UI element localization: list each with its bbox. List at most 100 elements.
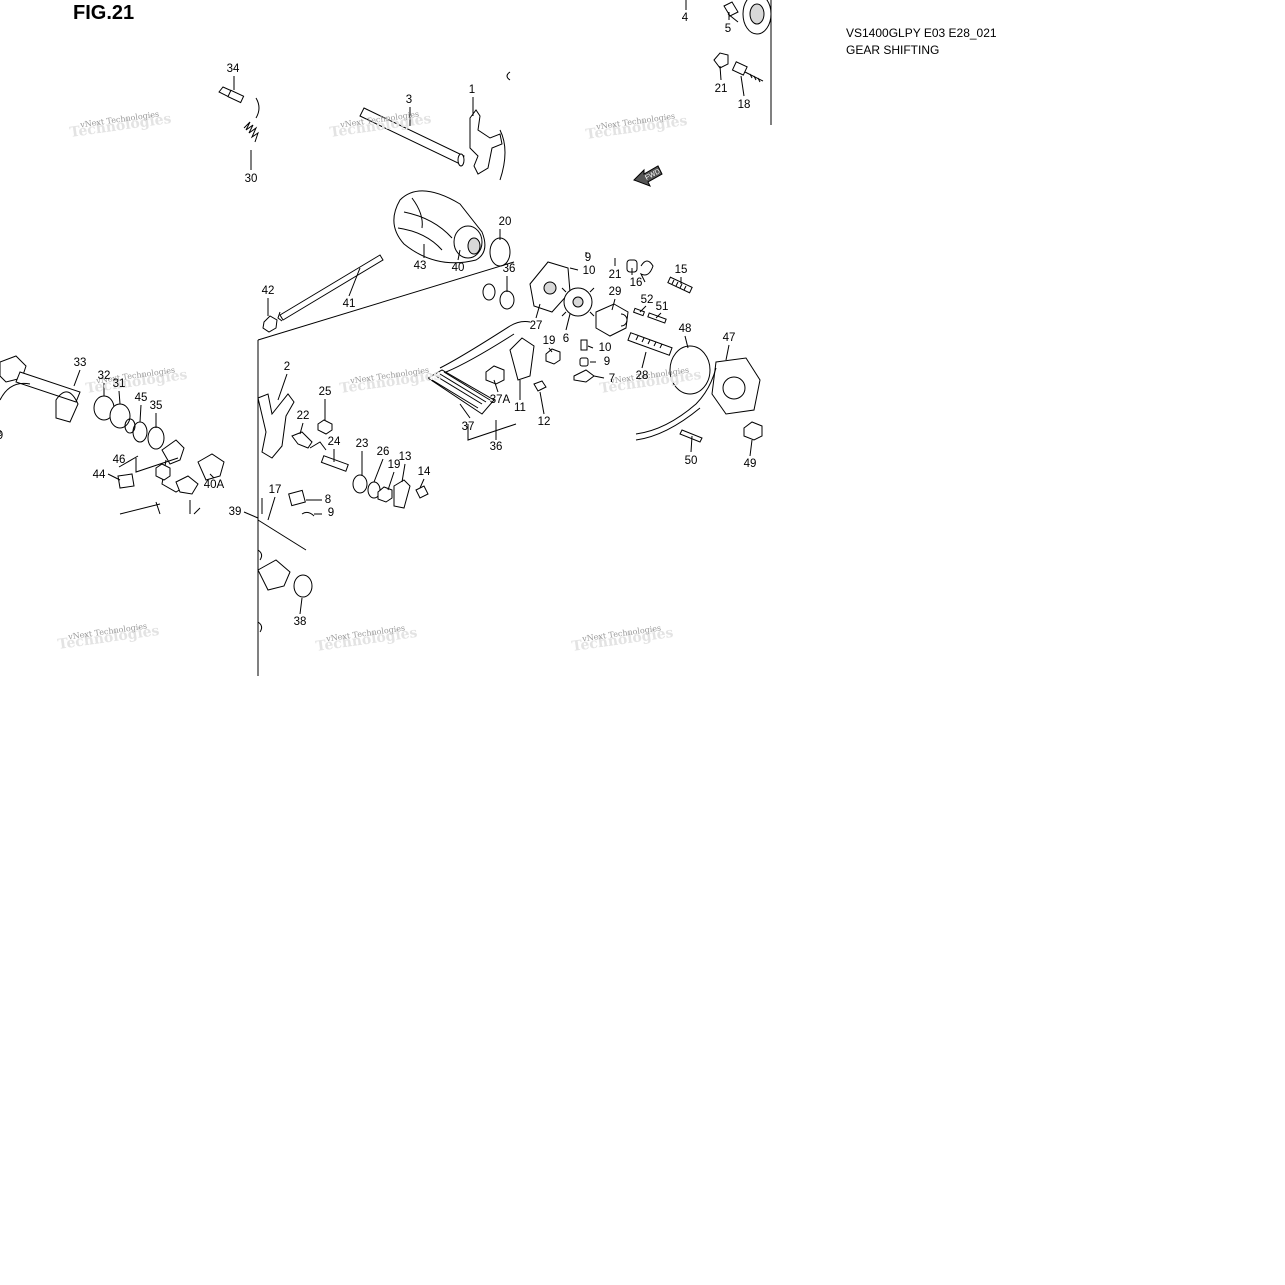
leader-line bbox=[118, 390, 121, 405]
part-label-26: 26 bbox=[377, 446, 390, 458]
part-label-49: 49 bbox=[744, 458, 757, 470]
part-18-bolt bbox=[731, 61, 764, 83]
part-label-40: 40 bbox=[452, 262, 465, 274]
part-1-shift-fork bbox=[469, 109, 503, 175]
part-label-14: 14 bbox=[418, 466, 431, 478]
part-label-10: 10 bbox=[599, 342, 612, 354]
part-label-32: 32 bbox=[98, 370, 111, 382]
part-40a-joint bbox=[197, 453, 225, 481]
part-label-7: 7 bbox=[609, 373, 615, 385]
leader-line bbox=[535, 303, 541, 319]
part-label-10: 10 bbox=[583, 265, 596, 277]
part-label-48: 48 bbox=[679, 323, 692, 335]
leader-line bbox=[539, 391, 545, 415]
part-50-stud bbox=[679, 429, 703, 443]
leader-line bbox=[548, 347, 553, 353]
part-31-collar bbox=[109, 403, 131, 429]
part-label-45: 45 bbox=[135, 392, 148, 404]
leader-line bbox=[277, 373, 288, 401]
part-34-bolt bbox=[218, 86, 245, 104]
leader-line bbox=[655, 312, 662, 319]
part-label-38: 38 bbox=[294, 616, 307, 628]
leader-line bbox=[107, 473, 121, 481]
part-label-9: 9 bbox=[604, 356, 610, 368]
section-name: GEAR SHIFTING bbox=[846, 43, 940, 57]
part-label-16: 16 bbox=[630, 277, 643, 289]
part-label-18: 18 bbox=[738, 99, 751, 111]
leader-lines bbox=[0, 0, 753, 615]
leader-line bbox=[419, 478, 425, 489]
leader-line bbox=[401, 463, 406, 483]
part-label-37a: 37A bbox=[490, 394, 511, 406]
part-label-41: 41 bbox=[343, 298, 356, 310]
part-label-28: 28 bbox=[636, 370, 649, 382]
leader-line bbox=[569, 267, 579, 271]
part-label-24: 24 bbox=[328, 436, 341, 448]
part-46-link bbox=[161, 439, 185, 465]
fwd-arrow: FWD bbox=[633, 165, 663, 187]
part-6-gear-stopper bbox=[561, 287, 595, 317]
leader-line bbox=[73, 369, 81, 387]
part-49-nut bbox=[743, 421, 763, 441]
part-3-fork-shaft bbox=[359, 107, 465, 167]
part-14-bolt bbox=[415, 485, 429, 499]
part-30-spring bbox=[243, 97, 260, 143]
part-label-35: 35 bbox=[150, 400, 163, 412]
part-23-washer bbox=[352, 474, 368, 494]
leader-line bbox=[690, 435, 693, 453]
leader-line bbox=[209, 473, 215, 479]
part-label-6: 6 bbox=[563, 333, 569, 345]
part-label-52: 52 bbox=[641, 294, 654, 306]
part-label-25: 25 bbox=[319, 386, 332, 398]
leader-line bbox=[725, 344, 730, 361]
part-label-13: 13 bbox=[399, 451, 412, 463]
part-label-19: 19 bbox=[543, 335, 556, 347]
part-2-shift-fork bbox=[257, 393, 295, 459]
leader-line bbox=[587, 345, 594, 349]
part-label-9: 9 bbox=[328, 507, 334, 519]
part-24-bolt bbox=[320, 455, 349, 472]
part-7-pawl bbox=[573, 369, 595, 383]
part-9-pin bbox=[579, 357, 589, 367]
part-label-43: 43 bbox=[414, 260, 427, 272]
part-22-pin bbox=[291, 431, 313, 449]
shift-lever-arm bbox=[635, 367, 717, 435]
part-44-bolt bbox=[117, 473, 135, 489]
part-label-21: 21 bbox=[715, 83, 728, 95]
part-37a-nut bbox=[485, 365, 505, 385]
part-label-27: 27 bbox=[530, 320, 543, 332]
part-25-washer bbox=[317, 419, 333, 435]
part-36-washer bbox=[499, 290, 515, 310]
leader-line bbox=[299, 422, 304, 435]
leader-line bbox=[373, 458, 384, 483]
part-label-30: 30 bbox=[245, 173, 258, 185]
part-label-8: 8 bbox=[325, 494, 331, 506]
leader-line bbox=[139, 404, 142, 423]
part-label-5: 5 bbox=[725, 23, 731, 35]
part-label-39: 39 bbox=[229, 506, 242, 518]
part-47-cover bbox=[711, 357, 761, 415]
part-label-40a: 40A bbox=[204, 479, 225, 491]
fwd-arrow-text: FWD bbox=[644, 168, 661, 182]
figure-title: FIG.21 bbox=[73, 2, 135, 24]
part-label-21: 21 bbox=[609, 269, 622, 281]
leader-line bbox=[639, 305, 647, 313]
part-48-seal bbox=[669, 345, 711, 395]
part-51-pin bbox=[647, 312, 667, 324]
part-label-3: 3 bbox=[406, 94, 412, 106]
leader-line bbox=[749, 439, 753, 457]
part-label-19: 19 bbox=[388, 459, 401, 471]
part-19b-nut bbox=[377, 486, 393, 503]
part-37-shift-lever bbox=[427, 321, 531, 415]
part-label-17: 17 bbox=[269, 484, 282, 496]
part-label-42: 42 bbox=[262, 285, 275, 297]
part-label-44: 44 bbox=[93, 469, 106, 481]
part-19-nut bbox=[545, 348, 561, 365]
part-13-plate bbox=[393, 479, 411, 509]
